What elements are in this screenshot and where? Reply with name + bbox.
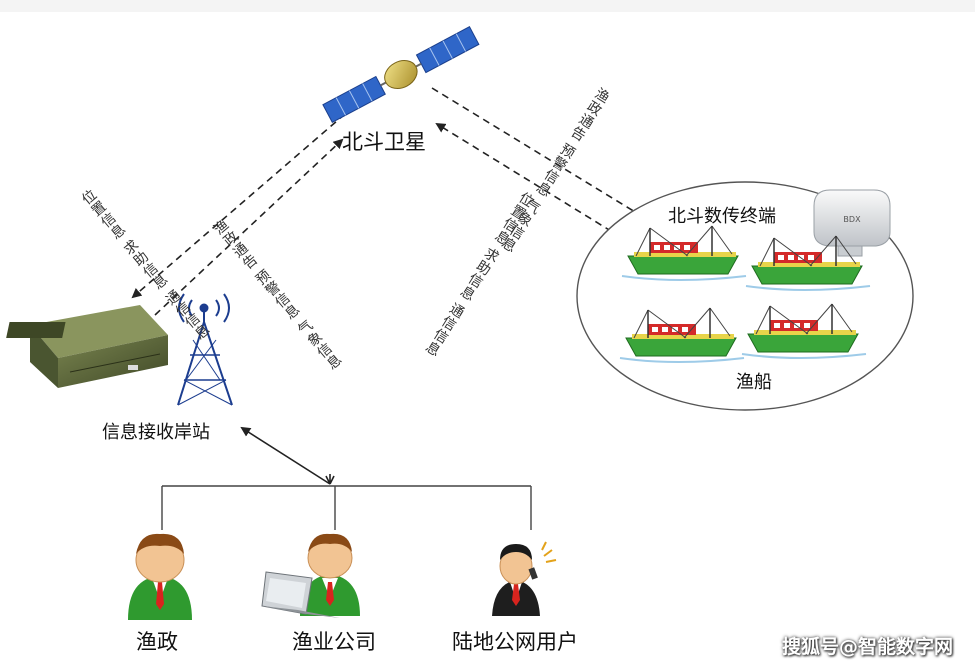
user-fishing-company-label: 渔业公司 (292, 630, 376, 654)
watermark: 搜狐号@智能数字网 (781, 636, 953, 658)
satellite-label: 北斗卫星 (342, 130, 426, 154)
terminal-device-icon: BDX (813, 189, 891, 257)
user-tree-lines (161, 485, 532, 530)
fisheries-admin-avatar-icon (128, 533, 192, 620)
link-satellite-to-boats (431, 87, 670, 234)
link-users-to-station (240, 426, 331, 485)
tower-icon (177, 293, 233, 406)
link-station-to-satellite (154, 138, 344, 316)
user-fisheries-admin-label: 渔政 (136, 630, 178, 654)
user-public-network-label: 陆地公网用户 (452, 630, 578, 654)
satellite-icon (322, 26, 480, 124)
public-network-user-avatar-icon (492, 541, 557, 616)
receiver-device-icon (6, 305, 168, 388)
boats-label: 渔船 (736, 372, 772, 393)
top-band (0, 0, 975, 12)
terminal-device-text: BDX (843, 215, 861, 224)
link-satellite-to-station (131, 113, 346, 299)
link-boats-to-satellite (435, 122, 633, 245)
terminal-label: 北斗数传终端 (668, 206, 776, 227)
fishing-company-avatar-icon (261, 533, 360, 618)
link-station-arrow-down (325, 474, 335, 485)
station-label: 信息接收岸站 (102, 422, 210, 443)
